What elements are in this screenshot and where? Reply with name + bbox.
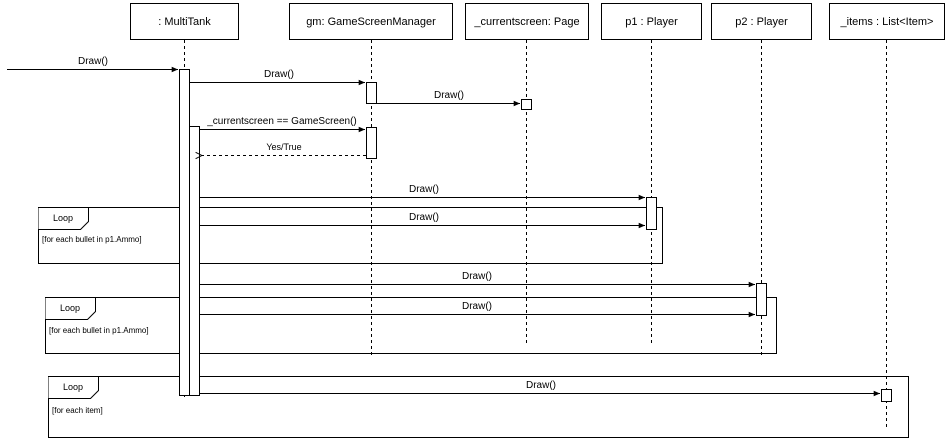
activation-multitank-nested: [189, 126, 200, 396]
message-p2-draw: Draw(): [200, 271, 755, 288]
activation-p1: [646, 197, 657, 230]
activation-gm-check: [366, 127, 377, 159]
loop-frame-p2: Loop [for each bullet in p1.Ammo]: [45, 297, 777, 354]
lifeline-items: _items : List<Item>: [829, 3, 945, 430]
message-label: Draw(): [409, 184, 439, 195]
loop-frame-p1: Loop [for each bullet in p1.Ammo]: [38, 207, 663, 264]
message-label: Draw(): [462, 301, 492, 312]
lifeline-label: _currentscreen: Page: [473, 16, 579, 28]
lifeline-label: : MultiTank: [158, 16, 211, 28]
lifeline-currentscreen: _currentscreen: Page: [465, 3, 589, 344]
message-gm-draw: Draw(): [190, 69, 365, 86]
message-gamescreen-check: _currentscreen == GameScreen(): [200, 116, 365, 133]
message-p1-draw: Draw(): [200, 184, 645, 201]
loop-guard: [for each bullet in p1.Ammo]: [42, 235, 142, 244]
lifeline-multitank: : MultiTank: [130, 3, 239, 398]
message-p2-bullet-draw: Draw(): [200, 301, 755, 318]
activation-gm: [366, 82, 377, 104]
loop-label: Loop: [60, 303, 80, 313]
lifeline-p1: p1 : Player: [601, 3, 702, 344]
loop-frame-items: Loop [for each item]: [48, 376, 909, 438]
message-yes-true-reply: Yes/True: [202, 142, 366, 156]
loop-label: Loop: [53, 213, 73, 223]
lifeline-label: gm: GameScreenManager: [306, 16, 436, 28]
activation-p2: [756, 283, 767, 316]
message-entry-draw: Draw(): [7, 56, 178, 73]
message-label: Draw(): [264, 69, 294, 80]
message-label: _currentscreen == GameScreen(): [206, 116, 357, 127]
loop-guard: [for each item]: [52, 406, 103, 415]
lifeline-label: p2 : Player: [735, 16, 788, 28]
lifeline-p2: p2 : Player: [711, 3, 812, 355]
activation-items: [881, 389, 892, 402]
message-items-draw: Draw(): [200, 380, 880, 397]
message-p1-bullet-draw: Draw(): [200, 212, 645, 229]
activation-multitank: [179, 69, 190, 396]
message-label: Draw(): [78, 56, 108, 67]
activation-currentscreen: [521, 99, 532, 110]
message-label: Draw(): [409, 212, 439, 223]
message-label: Yes/True: [266, 142, 301, 152]
message-page-draw: Draw(): [377, 90, 520, 107]
loop-guard: [for each bullet in p1.Ammo]: [49, 326, 149, 335]
loop-label: Loop: [63, 382, 83, 392]
message-label: Draw(): [434, 90, 464, 101]
lifeline-label: p1 : Player: [625, 16, 678, 28]
lifeline-label: _items : List<Item>: [840, 16, 934, 28]
message-label: Draw(): [526, 380, 556, 391]
message-label: Draw(): [462, 271, 492, 282]
